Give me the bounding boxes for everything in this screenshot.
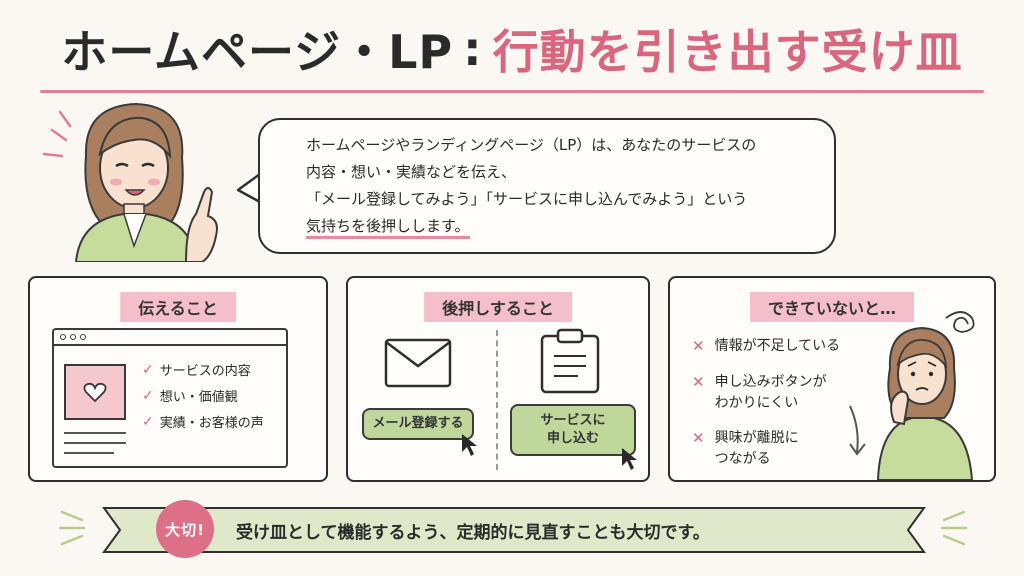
panel-divider	[496, 330, 498, 470]
scribble-icon	[945, 311, 975, 333]
cursor-icon	[622, 448, 637, 470]
sparkle-icon	[42, 110, 72, 158]
problem-item-3: ✕ 興味が離脱に つながる	[692, 428, 799, 470]
problem-item-text: 情報が不足している	[714, 338, 841, 354]
title-underline	[40, 90, 984, 93]
clipboard-icon	[540, 328, 600, 394]
check-icon: ✓	[142, 361, 154, 378]
text-line	[64, 442, 126, 444]
check-item-label: 実績・お客様の声	[159, 416, 264, 431]
cursor-icon	[462, 434, 477, 456]
browser-window-illustration: ✓ サービスの内容 ✓ 想い・価値観 ✓ 実績・お客様の声	[52, 328, 288, 468]
title-part2: 行動を引き出す受け皿	[492, 25, 963, 79]
apply-button-line-2: 申し込む	[546, 431, 599, 446]
important-badge: 大切!	[156, 500, 214, 558]
email-signup-button-label: メール登録する	[372, 416, 464, 431]
browser-titlebar	[54, 330, 286, 346]
problem-item-text: 興味が離脱に	[714, 430, 799, 446]
title-separator: :	[463, 22, 483, 76]
problem-item-text: 申し込みボタンが	[714, 374, 827, 390]
problem-item-1: ✕ 情報が不足している	[692, 336, 840, 357]
x-icon: ✕	[692, 337, 705, 355]
sparkle-right-icon	[940, 510, 968, 546]
apply-button-line-1: サービスに	[540, 413, 606, 428]
check-icon: ✓	[142, 387, 154, 404]
x-icon: ✕	[692, 429, 705, 447]
page-title: ホームページ・LP : 行動を引き出す受け皿	[0, 14, 1024, 84]
check-item-label: 想い・価値観	[159, 390, 238, 405]
panel-encourage-label: 後押しすること	[424, 292, 572, 322]
sparkle-left-icon	[58, 510, 86, 546]
bubble-highlight: 気持ちを後押しします。	[306, 217, 470, 239]
browser-dot-1	[60, 334, 66, 340]
arrow-down-icon	[849, 405, 866, 456]
problem-item-2: ✕ 申し込みボタンが わかりにくい	[692, 372, 827, 414]
worried-woman-illustration	[876, 311, 975, 480]
text-line	[64, 432, 126, 434]
check-item-2: ✓ 想い・価値観	[142, 386, 238, 406]
x-icon: ✕	[692, 373, 705, 391]
woman-pointing-illustration	[42, 102, 218, 262]
browser-dot-2	[70, 334, 76, 340]
bubble-line-2: 内容・想い・実績などを伝え、	[306, 163, 517, 181]
banner-message: 受け皿として機能するよう、定期的に見直すことも大切です。	[236, 522, 710, 543]
panel-convey-label: 伝えること	[120, 292, 236, 322]
problem-item-text: わかりにくい	[714, 395, 799, 411]
check-icon: ✓	[142, 413, 154, 430]
heart-icon	[83, 382, 107, 403]
check-item-1: ✓ サービスの内容	[142, 360, 251, 380]
speech-bubble: ホームページやランディングページ（LP）は、あなたのサービスの 内容・想い・実績…	[258, 118, 836, 254]
panel-if-not-done-label: できていないと…	[749, 292, 915, 322]
check-item-label: サービスの内容	[159, 364, 251, 379]
banner-ribbon	[102, 507, 926, 553]
browser-dot-3	[80, 334, 86, 340]
title-part1: ホームページ・LP	[61, 25, 454, 79]
envelope-icon	[384, 338, 452, 388]
check-item-3: ✓ 実績・お客様の声	[142, 412, 264, 432]
heart-image-box	[64, 364, 126, 420]
text-line	[64, 452, 114, 454]
bubble-line-1: ホームページやランディングページ（LP）は、あなたのサービスの	[306, 136, 757, 154]
email-signup-button[interactable]: メール登録する	[362, 408, 474, 440]
important-badge-label: 大切!	[165, 520, 205, 539]
bubble-line-3: 「メール登録してみよう」「サービスに申し込んでみよう」という	[306, 190, 748, 208]
apply-service-button[interactable]: サービスに 申し込む	[510, 404, 636, 456]
problem-item-text: つながる	[714, 451, 771, 467]
